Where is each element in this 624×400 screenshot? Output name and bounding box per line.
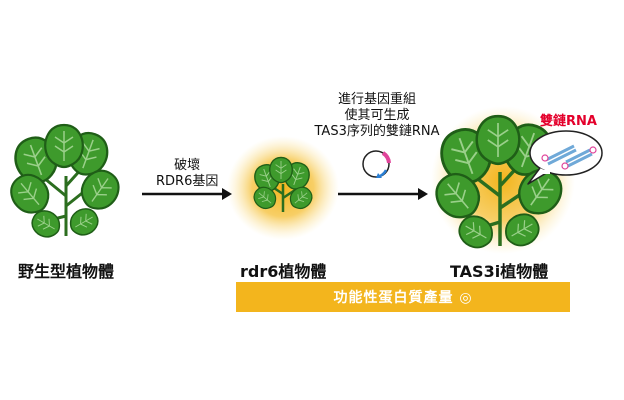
tas3i-plant-illustration xyxy=(427,114,571,255)
rdr6-plant-label: rdr6植物體 xyxy=(240,262,327,281)
dsrna-label: 雙鏈RNA xyxy=(540,114,597,129)
wild-type-label: 野生型植物體 xyxy=(18,262,115,281)
step-recombine-line1: 進行基因重組 xyxy=(337,92,416,107)
wild-type-plant-illustration xyxy=(2,123,127,243)
step-recombine-line3: TAS3序列的雙鏈RNA xyxy=(314,124,440,139)
arrow-disrupt xyxy=(142,188,232,200)
step-disrupt-line1: 破壞 xyxy=(174,158,201,173)
step-disrupt-text: 破壞 RDR6基因 xyxy=(156,158,218,190)
arrow-recombine xyxy=(338,188,428,200)
plasmid-icon xyxy=(362,150,391,178)
protein-yield-text: 功能性蛋白質產量 ◎ xyxy=(333,290,473,306)
step-recombine-line2: 使其可生成 xyxy=(344,108,410,123)
rdr6-plant-illustration xyxy=(249,156,317,214)
protein-yield-bar: 功能性蛋白質產量 ◎ xyxy=(236,282,570,312)
step-recombine-text: 進行基因重組 使其可生成 TAS3序列的雙鏈RNA xyxy=(292,92,462,140)
step-disrupt-line2: RDR6基因 xyxy=(156,174,219,189)
dsrna-molecule-icon xyxy=(541,144,597,170)
tas3i-plant-label: TAS3i植物體 xyxy=(450,262,549,281)
